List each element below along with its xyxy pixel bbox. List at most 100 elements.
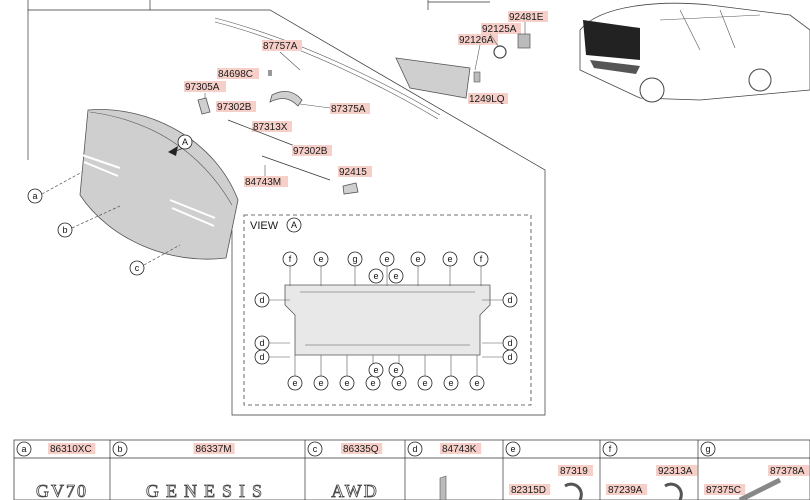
view-bottom-marker-e: e	[339, 375, 355, 391]
marker-a-text: A	[182, 137, 188, 147]
view-center-marker-e: e	[388, 268, 404, 284]
svg-text:e: e	[396, 378, 401, 388]
part-84743K-glyph	[439, 475, 447, 500]
svg-text:e: e	[422, 378, 427, 388]
svg-text:e: e	[393, 365, 398, 375]
svg-text:e: e	[373, 271, 378, 281]
svg-text:e: e	[318, 378, 323, 388]
table-letter-e: e	[505, 441, 521, 457]
tailgate-panel	[79, 109, 239, 260]
view-a-box	[243, 214, 532, 406]
view-circle: A	[291, 220, 297, 230]
svg-text:f: f	[289, 254, 292, 264]
view-bottom-marker-e: e	[287, 375, 303, 391]
callout-84698C: 84698C	[218, 69, 253, 80]
view-bottom-marker-e: e	[417, 375, 433, 391]
view-bottom-marker-e: e	[469, 375, 485, 391]
socket-92481E	[517, 33, 531, 49]
table-letter-g: g	[700, 441, 716, 457]
view-bottom-marker-e: e	[443, 375, 459, 391]
view-bottom-marker-e: e	[365, 375, 381, 391]
callout-84743M: 84743M	[245, 177, 281, 188]
svg-text:f: f	[609, 444, 612, 454]
table-part-a: 86310XC	[50, 444, 92, 455]
svg-text:e: e	[384, 254, 389, 264]
view-top-marker-e: e	[410, 251, 426, 267]
letter-a: a	[32, 191, 37, 201]
svg-text:a: a	[21, 444, 26, 454]
view-top-marker-f: f	[282, 251, 298, 267]
view-right-marker-d: d	[502, 349, 518, 365]
view-left-marker-d: d	[254, 335, 270, 351]
table-sub-87319: 87319	[560, 466, 588, 477]
svg-text:e: e	[415, 254, 420, 264]
callout-92126A: 92126A	[459, 35, 494, 46]
table-letter-b: b	[112, 441, 128, 457]
svg-text:e: e	[318, 254, 323, 264]
svg-text:e: e	[510, 444, 515, 454]
gasket-92125A	[493, 45, 507, 59]
svg-text:e: e	[373, 365, 378, 375]
view-center-low-marker-e: e	[368, 362, 384, 378]
view-arrow-icon	[168, 146, 178, 156]
view-left-marker-d: d	[254, 292, 270, 308]
svg-text:g: g	[352, 254, 357, 264]
svg-text:d: d	[507, 295, 512, 305]
tailgate-lamp-left	[81, 154, 121, 177]
part-87375A	[269, 90, 303, 107]
table-sub-87378A: 87378A	[770, 466, 805, 477]
table-letter-c: c	[307, 441, 323, 457]
view-right-marker-d: d	[502, 292, 518, 308]
view-left-marker-d: d	[254, 349, 270, 365]
callout-87313X: 87313X	[253, 122, 288, 133]
table-sub-87239A: 87239A	[608, 485, 643, 496]
callout-97302B: 97302B	[293, 146, 328, 157]
view-top-marker-f: f	[473, 251, 489, 267]
callout-97305A: 97305A	[185, 82, 220, 93]
table-part-d: 84743K	[442, 444, 477, 455]
inner-trim-panel	[284, 284, 491, 356]
view-right-marker-d: d	[502, 335, 518, 351]
svg-text:e: e	[344, 378, 349, 388]
table-sub-87375C: 87375C	[706, 485, 741, 496]
svg-text:e: e	[447, 254, 452, 264]
callout-92481E: 92481E	[509, 12, 544, 23]
svg-text:d: d	[412, 444, 417, 454]
svg-text:b: b	[117, 444, 122, 454]
view-bottom-marker-e: e	[391, 375, 407, 391]
view-center-marker-e: e	[368, 268, 384, 284]
view-top-marker-e: e	[379, 251, 395, 267]
table-letter-a: a	[16, 441, 32, 457]
svg-text:e: e	[370, 378, 375, 388]
callout-87375A: 87375A	[331, 104, 366, 115]
callout-92125A: 92125A	[482, 24, 517, 35]
emblem-b: GENESIS	[146, 481, 269, 500]
svg-text:d: d	[507, 352, 512, 362]
parts-table	[13, 439, 810, 500]
svg-text:e: e	[474, 378, 479, 388]
callout-1249LQ: 1249LQ	[469, 94, 505, 105]
svg-text:e: e	[292, 378, 297, 388]
vehicle-illustration	[579, 2, 810, 103]
part-clip-e-glyph	[564, 482, 583, 500]
svg-text:e: e	[393, 271, 398, 281]
marker-a-circle	[177, 134, 193, 150]
letter-a-circle	[27, 188, 43, 204]
callout-92415: 92415	[339, 167, 367, 178]
letter-b-circle	[57, 222, 73, 238]
callout-97302B-top: 97302B	[217, 102, 252, 113]
view-label: VIEW	[250, 220, 279, 232]
letter-c: c	[135, 263, 140, 273]
part-clip-g-glyph	[738, 477, 782, 500]
table-sub-92313A: 92313A	[658, 466, 693, 477]
view-top-marker-g: g	[347, 251, 363, 267]
svg-text:f: f	[480, 254, 483, 264]
svg-text:d: d	[507, 338, 512, 348]
table-part-c: 86335Q	[343, 444, 379, 455]
svg-text:g: g	[705, 444, 710, 454]
strip-87313X	[227, 119, 301, 149]
